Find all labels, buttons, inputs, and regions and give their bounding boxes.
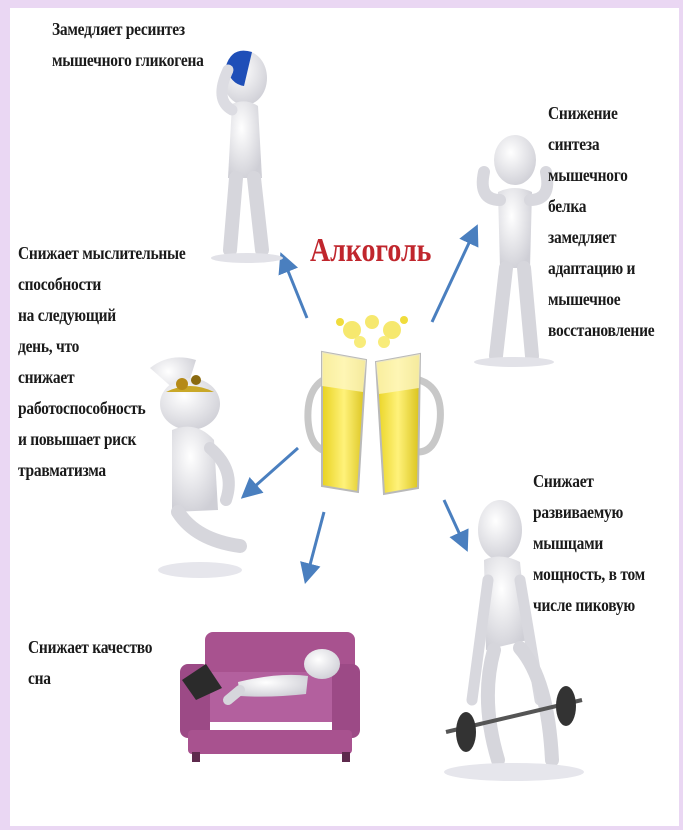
barbell-figure-icon	[444, 500, 584, 781]
effect-cognition-text: Снижает мыслительные способности на след…	[18, 243, 186, 480]
open-head-figure-icon	[150, 357, 247, 578]
arrow-to-protein	[430, 224, 479, 323]
effect-glycogen-text: Замедляет ресинтез мышечного гликогена	[52, 19, 204, 70]
effect-power-text: Снижает развиваемую мышцами мощность, в …	[533, 471, 645, 615]
arrow-to-cognition	[240, 446, 299, 499]
flexing-figure-icon	[474, 135, 554, 367]
arrow-to-power	[442, 499, 469, 552]
sofa-icon	[180, 632, 360, 762]
effect-protein-text: Снижение синтеза мышечного белка замедля…	[548, 103, 655, 340]
central-title: Алкоголь	[310, 232, 432, 269]
arrow-to-glycogen	[278, 252, 309, 319]
thinking-figure-icon	[211, 50, 283, 263]
arrow-to-sleep	[300, 511, 326, 585]
effect-sleep-text: Снижает качество сна	[28, 637, 153, 688]
beer-mugs-icon	[304, 315, 444, 496]
